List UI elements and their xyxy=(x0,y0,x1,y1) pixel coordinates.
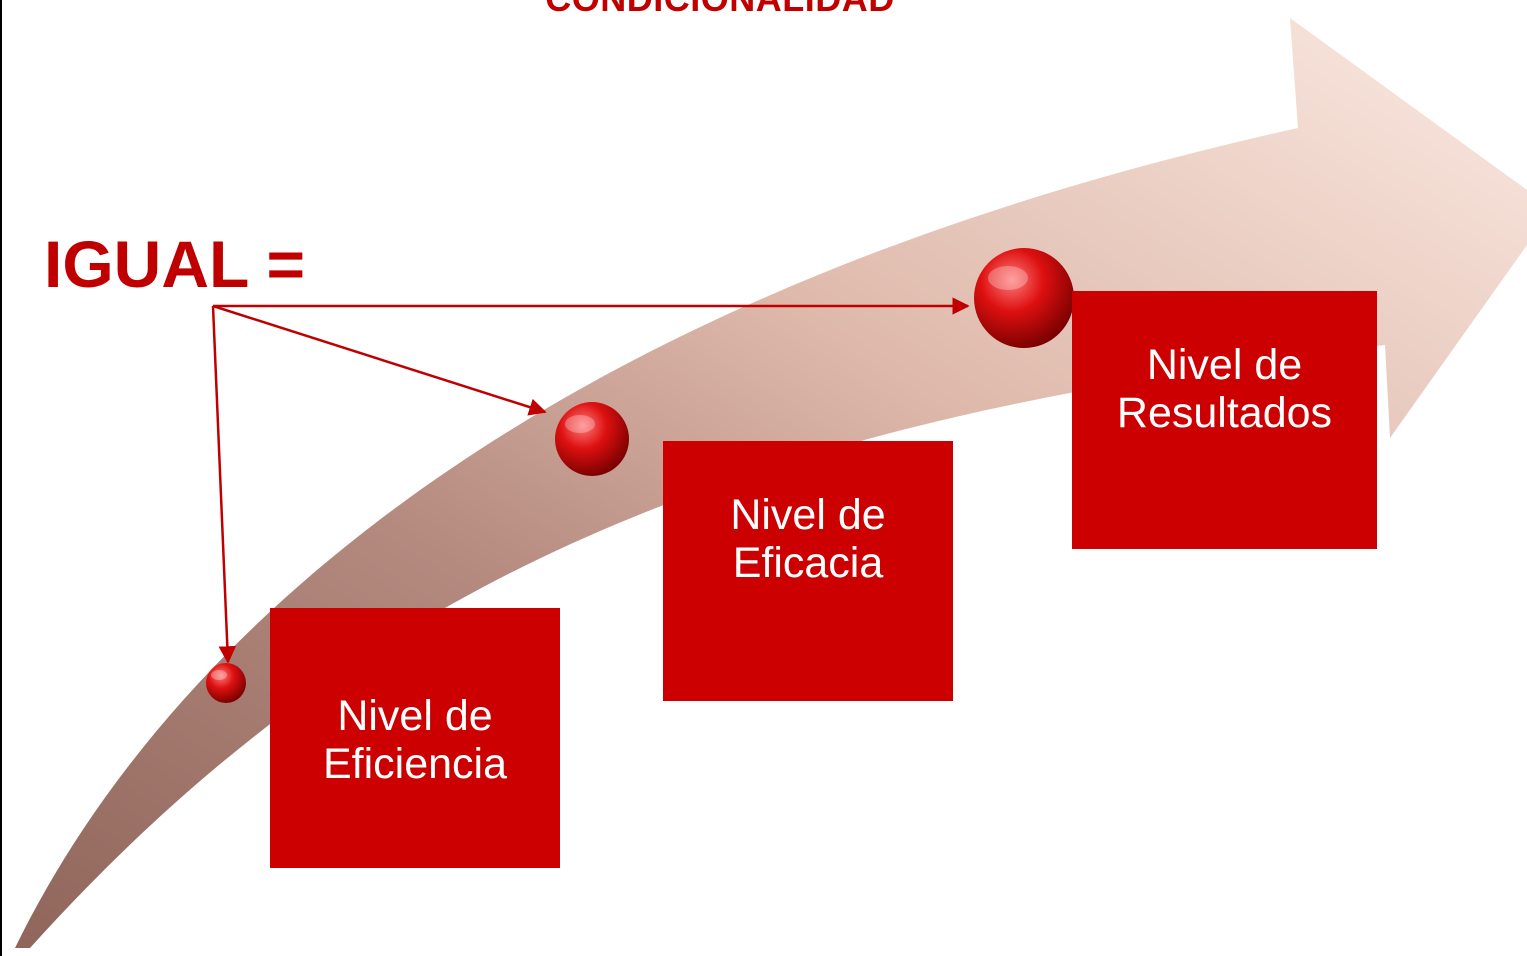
connector-line-eficacia xyxy=(212,304,547,416)
igual-label: IGUAL = xyxy=(44,227,306,301)
connector-line-eficiencia xyxy=(211,305,237,664)
progress-curved-arrow xyxy=(15,18,1527,948)
sphere-marker-small-icon xyxy=(206,663,246,703)
level-box-resultados: Nivel de Resultados xyxy=(1072,291,1377,549)
sphere-marker-large-icon xyxy=(974,248,1074,348)
level-box-eficiencia: Nivel de Eficiencia xyxy=(270,608,560,868)
sphere-marker-medium-icon xyxy=(555,402,629,476)
level-box-eficacia: Nivel de Eficacia xyxy=(663,441,953,701)
left-border-line xyxy=(0,0,2,956)
page-title: CONDICIONALIDAD xyxy=(440,0,1000,20)
